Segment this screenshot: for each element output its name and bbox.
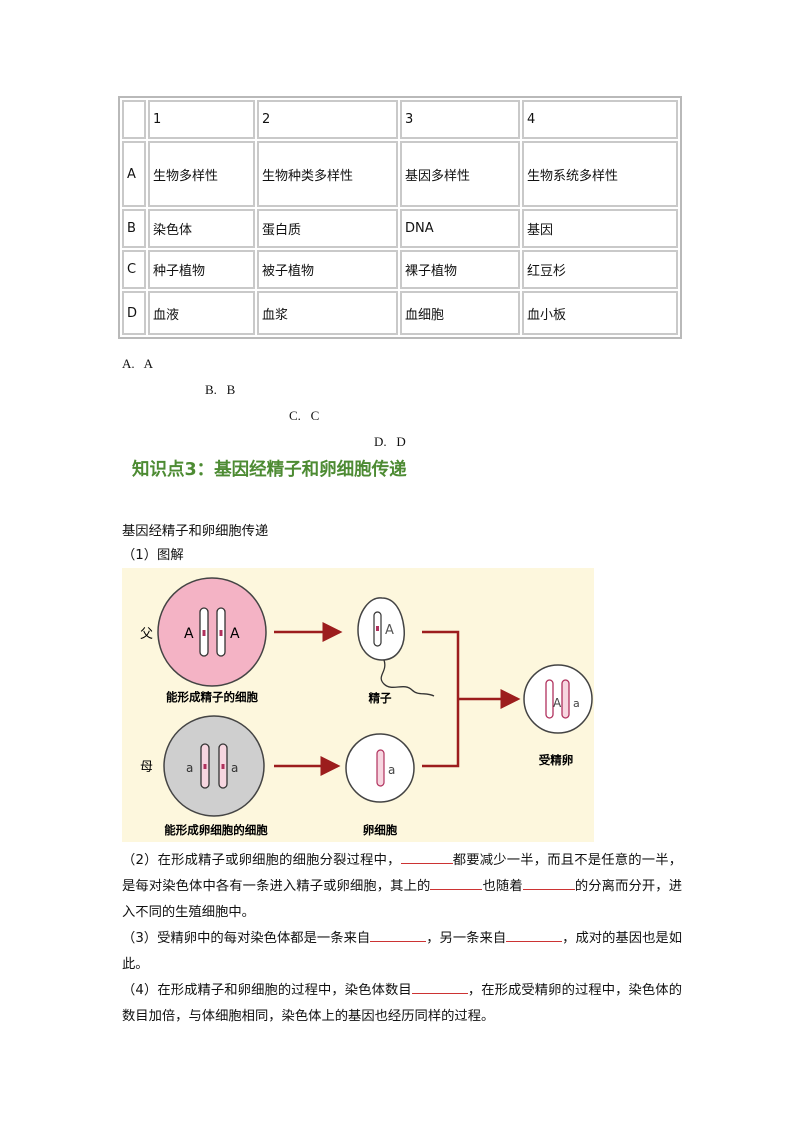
gene-label: a [573,697,580,710]
chromosome-pair-AA [199,607,226,657]
table-cell: 被子植物 [257,250,398,289]
gene-label: a [186,761,193,775]
question-3: （3）受精卵中的每对染色体都是一条来自 ，另一条来自，成对的基因也是如此。 [122,926,682,978]
table-cell: 红豆杉 [522,250,678,289]
egg-cell-label: 能形成卵细胞的细胞 [164,823,268,837]
table-cell: 蛋白质 [257,209,398,248]
question-text: （3）受精卵中的每对染色体都是一条来自 [122,931,371,946]
egg-label: 卵细胞 [363,823,398,837]
gene-label: A [553,696,562,710]
egg-mother-cell [163,715,265,817]
table-cell: 染色体 [148,209,255,248]
option-c[interactable]: C. C [289,408,320,423]
table-cell: 血浆 [257,291,398,335]
chromosome [376,749,385,787]
gene-label: A [385,623,394,638]
table-cell: 4 [522,100,678,139]
question-text: （2）在形成精子或卵细胞的细胞分裂过程中， [122,853,401,868]
table-cell: 生物多样性 [148,141,255,207]
answer-blank[interactable] [400,850,453,864]
question-text: 也随着 [482,879,523,894]
table-cell: 2 [257,100,398,139]
chromosome [561,679,570,719]
table-cell: 生物种类多样性 [257,141,398,207]
table-cell: 血小板 [522,291,678,335]
question-text: ，另一条来自 [426,931,507,946]
mother-label: 母 [140,760,153,775]
gene-label: A [184,626,194,642]
table-cell: 基因多样性 [400,141,520,207]
table-row: B 染色体 蛋白质 DNA 基因 [122,209,678,248]
question-table: 1 2 3 4 A 生物多样性 生物种类多样性 基因多样性 生物系统多样性 B … [118,96,682,339]
table-cell: 种子植物 [148,250,255,289]
zygote-cell [523,664,593,734]
table-cell: 生物系统多样性 [522,141,678,207]
question-text: 的分离而分开，进入不同的生殖细胞中。 [122,879,683,920]
father-label: 父 [140,627,153,642]
question-text: （4）在形成精子和卵细胞的过程中，染色体数目 [122,983,412,998]
table-header-row: 1 2 3 4 [122,100,678,139]
table-row: C 种子植物 被子植物 裸子植物 红豆杉 [122,250,678,289]
question-2: （2）在形成精子或卵细胞的细胞分裂过程中，都要减少一半，而且不是任意的一半，是每… [122,848,682,926]
sperm-mother-cell [157,577,267,687]
sperm-tail [380,659,435,697]
table-cell: 裸子植物 [400,250,520,289]
table-cell: C [122,250,146,289]
gene-label: a [388,763,395,777]
table-cell: 基因 [522,209,678,248]
answer-blank[interactable] [506,928,563,942]
answer-blank[interactable] [411,980,468,994]
gene-label: a [231,761,238,775]
table-cell: D [122,291,146,335]
table-row: A 生物多样性 生物种类多样性 基因多样性 生物系统多样性 [122,141,678,207]
table-cell: A [122,141,146,207]
sperm-cell-label: 能形成精子的细胞 [166,690,258,704]
chromosome-pair-aa [200,743,228,789]
answer-blank[interactable] [522,876,575,890]
table-cell: 3 [400,100,520,139]
table-cell: DNA [400,209,520,248]
table-cell: 血细胞 [400,291,520,335]
option-d[interactable]: D. D [374,434,406,449]
option-a[interactable]: A. A [122,356,154,371]
table-cell [122,100,146,139]
question-4: （4）在形成精子和卵细胞的过程中，染色体数目，在形成受精卵的过程中，染色体的数目… [122,978,682,1030]
gene-transmission-diagram: 父 A A 能形成精子的细胞 A 精子 母 a a 能形成卵细胞的细胞 a 卵细… [122,568,594,842]
question-text: ，成对的基因也是如此。 [122,931,683,972]
question-text: 都要减少一半，而且不是任意的一半，是每对染色体中各有一条进入精子或卵细胞，其上的 [122,853,683,894]
question-text: ，在形成受精卵的过程中，染色体的数目加倍，与体细胞相同，染色体上的基因也经历同样… [122,983,682,1024]
answer-blank[interactable] [430,876,483,890]
answer-blank[interactable] [370,928,427,942]
table-row: D 血液 血浆 血细胞 血小板 [122,291,678,335]
chromosome [545,679,554,719]
sperm-label: 精子 [369,691,392,705]
gene-label: A [230,626,240,642]
section-title: 知识点3：基因经精子和卵细胞传递 [132,460,407,480]
figure-caption: （1）图解 [122,548,184,563]
zygote-label: 受精卵 [539,753,574,767]
option-b[interactable]: B. B [205,382,236,397]
intro-text: 基因经精子和卵细胞传递 [122,524,269,539]
table-cell: 1 [148,100,255,139]
table-cell: 血液 [148,291,255,335]
table-cell: B [122,209,146,248]
